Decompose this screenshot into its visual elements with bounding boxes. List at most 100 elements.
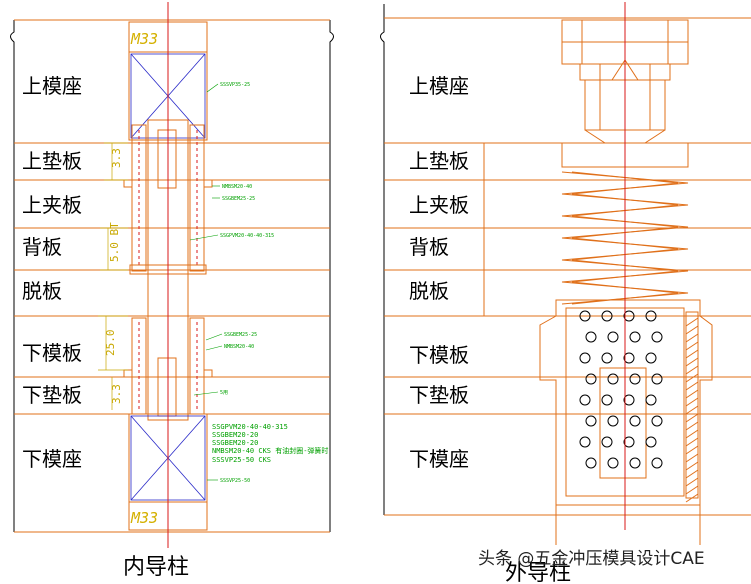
- left-label-back-plate: 背板: [22, 235, 62, 259]
- ball-bearing: [645, 394, 657, 406]
- right-bushing-hatch: [685, 317, 699, 503]
- right-plate-lines: [384, 17, 751, 516]
- left-upper-bushing: [131, 124, 205, 272]
- spring-coil-inner: [571, 171, 679, 305]
- ball-bearing: [629, 373, 641, 385]
- ball-bearing: [651, 457, 663, 469]
- right-ball-cage: [579, 310, 663, 469]
- ball-bearing: [629, 457, 641, 469]
- hatch-line: [685, 357, 699, 367]
- left-note-13: SSSVP25-50: [220, 478, 250, 484]
- ball-bearing: [585, 331, 597, 343]
- hatch-line: [685, 349, 699, 359]
- left-note-11: NMBSM20-40 CKS 有油封圈-弹簧时: [212, 446, 328, 455]
- right-label-lower-backing-plate: 下垫板: [409, 383, 469, 407]
- hatch-line: [685, 493, 699, 503]
- ball-bearing: [579, 310, 591, 322]
- ball-bearing: [651, 415, 663, 427]
- left-note-5: SSGBEM25-25: [224, 332, 257, 338]
- ball-bearing: [579, 436, 591, 448]
- ball-bearing: [645, 352, 657, 364]
- ball-bearing: [601, 436, 613, 448]
- ball-bearing: [585, 415, 597, 427]
- left-label-lower-backing-plate: 下垫板: [22, 383, 82, 407]
- left-label-lower-die-base: 下模座: [22, 447, 82, 471]
- ball-bearing: [579, 352, 591, 364]
- hatch-line: [685, 413, 699, 423]
- left-lower-bushing: [131, 317, 205, 415]
- left-dim-2: 5.0 BT: [108, 222, 121, 262]
- hatch-line: [685, 333, 699, 343]
- ball-bearing: [601, 394, 613, 406]
- right-panel: 上模座 上垫板 上夹板 背板 脱板 下模板 下垫板 下模座: [380, 2, 751, 584]
- ball-bearing: [607, 415, 619, 427]
- left-note-12: SSSVP25-50 CKS: [212, 456, 271, 464]
- left-caption: 内导柱: [123, 555, 189, 580]
- ball-bearing: [629, 331, 641, 343]
- hatch-line: [685, 397, 699, 407]
- left-post-slot-lower: [157, 357, 177, 417]
- hatch-line: [685, 477, 699, 487]
- right-lower-bushing-block: [539, 299, 713, 506]
- left-leader-lines: [189, 83, 223, 481]
- left-dim-1: 3.3: [110, 148, 123, 168]
- hatch-line: [685, 317, 699, 327]
- ball-bearing: [601, 352, 613, 364]
- hatch-line: [685, 381, 699, 391]
- ball-bearing: [607, 331, 619, 343]
- right-label-upper-backing-plate: 上垫板: [409, 149, 469, 173]
- ball-bearing: [607, 373, 619, 385]
- hatch-line: [685, 453, 699, 463]
- left-plate-lines: [14, 19, 330, 533]
- ball-bearing: [645, 436, 657, 448]
- ball-bearing: [585, 373, 597, 385]
- right-break-line-left: [380, 4, 385, 515]
- ball-bearing: [579, 394, 591, 406]
- left-panel: 上模座 上垫板 上夹板 背板 脱板 下模板 下垫板 下模座 M33: [10, 2, 334, 580]
- hatch-line: [685, 437, 699, 447]
- hatch-line: [685, 373, 699, 383]
- right-label-back-plate: 背板: [409, 235, 449, 259]
- left-label-stripper-plate: 脱板: [22, 279, 62, 303]
- left-top-thread-label: M33: [130, 30, 158, 48]
- ball-bearing: [623, 310, 635, 322]
- hatch-line: [685, 325, 699, 335]
- right-label-stripper-plate: 脱板: [409, 279, 449, 303]
- hatch-line: [685, 445, 699, 455]
- left-note-6: NMBSM20-40: [224, 344, 254, 350]
- left-note-10: SSGBEM20-20: [212, 439, 258, 447]
- right-spring: [561, 171, 689, 305]
- hatch-line: [685, 341, 699, 351]
- ball-bearing: [601, 310, 613, 322]
- left-note-3: SSGBEM25-25: [222, 196, 255, 202]
- left-break-line-right: [329, 20, 334, 532]
- right-label-lower-die-plate: 下模板: [409, 343, 469, 367]
- left-note-2: NMBSM20-40: [222, 184, 252, 190]
- left-dim-3: 25.0: [104, 330, 117, 357]
- hatch-line: [685, 461, 699, 471]
- ball-bearing: [623, 352, 635, 364]
- left-dim-4: 3.3: [110, 384, 123, 404]
- left-note-7: 5用: [220, 390, 228, 396]
- right-label-upper-clamp-plate: 上夹板: [409, 193, 469, 217]
- left-label-upper-backing-plate: 上垫板: [22, 149, 82, 173]
- ball-bearing: [629, 415, 641, 427]
- ball-bearing: [645, 310, 657, 322]
- hatch-line: [685, 389, 699, 399]
- spring-coil: [561, 171, 689, 305]
- hatch-line: [685, 429, 699, 439]
- ball-bearing: [607, 457, 619, 469]
- hatch-line: [685, 365, 699, 375]
- ball-bearing: [651, 373, 663, 385]
- left-note-4: SSGPVM20-40-40-315: [220, 233, 274, 239]
- left-label-lower-die-plate: 下模板: [22, 341, 82, 365]
- left-dimensions: [98, 142, 128, 410]
- ball-bearing: [585, 457, 597, 469]
- left-note-9: SSGBEM20-20: [212, 431, 258, 439]
- left-label-upper-clamp-plate: 上夹板: [22, 193, 82, 217]
- hatch-line: [685, 469, 699, 479]
- left-break-line-left: [10, 20, 15, 532]
- left-post-slot-upper: [157, 129, 177, 189]
- hatch-line: [685, 421, 699, 431]
